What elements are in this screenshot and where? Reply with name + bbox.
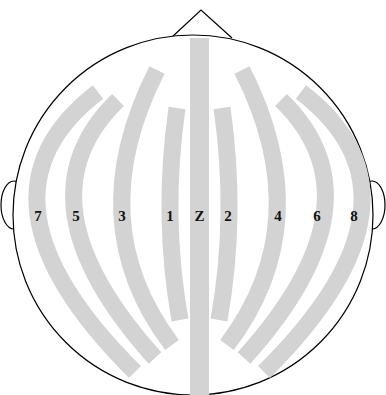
band — [74, 100, 155, 358]
band — [244, 100, 325, 358]
head-circle — [13, 35, 373, 395]
electrode-line-label: 3 — [118, 209, 126, 224]
electrode-line-label: 2 — [224, 209, 232, 224]
electrode-line-label: 7 — [34, 209, 42, 224]
electrode-line-label: 8 — [350, 209, 358, 224]
electrode-line-label: 6 — [313, 209, 321, 224]
electrode-line-label: Z — [194, 209, 204, 224]
electrode-line-label: 4 — [274, 209, 282, 224]
nose — [172, 10, 232, 38]
electrode-line-label: 1 — [166, 209, 174, 224]
electrode-line-label: 5 — [72, 209, 80, 224]
band — [190, 38, 209, 395]
